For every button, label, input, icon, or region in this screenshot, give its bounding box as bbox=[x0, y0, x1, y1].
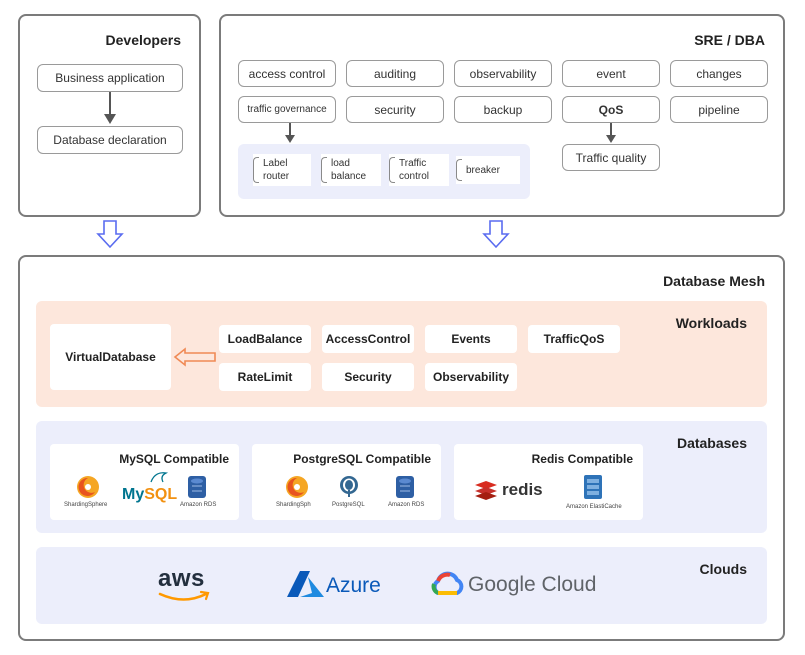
amazon-rds-icon bbox=[396, 476, 414, 498]
postgresql-card-title: PostgreSQL Compatible bbox=[293, 452, 431, 466]
sre-to-mesh-arrow bbox=[482, 220, 510, 249]
aws-wordmark: aws bbox=[158, 565, 205, 592]
redis-logo-icon bbox=[475, 481, 497, 500]
ratelimit-box: RateLimit bbox=[219, 363, 311, 391]
database-mesh-panel: Database Mesh Workloads VirtualDatabase … bbox=[18, 255, 785, 641]
redis-card-title: Redis Compatible bbox=[531, 452, 633, 466]
traffic-governance-box: traffic governance bbox=[238, 96, 336, 123]
observability-workload-box: Observability bbox=[425, 363, 517, 391]
developers-panel: Developers Business application Database… bbox=[18, 14, 201, 217]
events-box: Events bbox=[425, 325, 517, 353]
databases-title: Databases bbox=[676, 435, 747, 451]
google-cloud-wordmark: Google Cloud bbox=[468, 573, 597, 596]
database-mesh-title: Database Mesh bbox=[663, 273, 765, 289]
qos-down-arrow bbox=[606, 123, 616, 143]
shardingsphere-logo-icon bbox=[286, 476, 308, 498]
workloads-title: Workloads bbox=[675, 315, 747, 331]
breaker-item: breaker bbox=[456, 156, 520, 184]
amazon-rds-icon bbox=[188, 476, 206, 498]
postgresql-elephant-icon bbox=[340, 476, 358, 497]
redis-compatible-card: Redis Compatible redis Amazon ElastiCach… bbox=[454, 444, 643, 520]
database-declaration-box: Database declaration bbox=[37, 126, 183, 154]
aws-smile-icon bbox=[158, 590, 210, 601]
developers-title: Developers bbox=[105, 32, 181, 48]
aws-logo: aws bbox=[158, 567, 214, 607]
amazon-rds-caption: Amazon RDS bbox=[180, 502, 217, 508]
auditing-box: auditing bbox=[346, 60, 444, 87]
event-box: event bbox=[562, 60, 660, 87]
amazon-elasticache-caption: Amazon ElastiCache bbox=[566, 504, 622, 510]
business-application-box: Business application bbox=[37, 64, 183, 92]
mysql-card-title: MySQL Compatible bbox=[119, 452, 229, 466]
security-workload-box: Security bbox=[322, 363, 414, 391]
access-control-box: access control bbox=[238, 60, 336, 87]
traffic-quality-box: Traffic quality bbox=[562, 144, 660, 171]
loadbalance-box: LoadBalance bbox=[219, 325, 311, 353]
azure-logo-icon bbox=[287, 571, 324, 597]
amazon-rds-caption: Amazon RDS bbox=[388, 502, 425, 508]
clouds-title: Clouds bbox=[699, 561, 747, 577]
accesscontrol-box: AccessControl bbox=[322, 325, 414, 353]
dev-down-arrow bbox=[104, 92, 116, 124]
label-router-item: Label router bbox=[253, 154, 311, 186]
shardingsphere-caption: ShardingSphere bbox=[64, 502, 108, 508]
redis-wordmark: redis bbox=[502, 480, 543, 499]
sre-dba-panel: SRE / DBA access control auditing observ… bbox=[219, 14, 785, 217]
postgresql-caption: PostgreSQL bbox=[332, 502, 365, 508]
mysql-logo: MySQL bbox=[122, 486, 178, 503]
google-cloud-logo-icon bbox=[431, 571, 464, 595]
shardingsph-caption: ShardingSph bbox=[276, 502, 311, 508]
pipeline-box: pipeline bbox=[670, 96, 768, 123]
mysql-compatible-card: MySQL Compatible ShardingSphere MySQL Am… bbox=[50, 444, 239, 520]
workloads-band: Workloads VirtualDatabase LoadBalance Ac… bbox=[36, 301, 767, 407]
mysql-dolphin-icon bbox=[150, 472, 169, 483]
clouds-band: Clouds aws Azure Google Cloud bbox=[36, 547, 767, 624]
sre-dba-title: SRE / DBA bbox=[694, 32, 765, 48]
postgresql-compatible-card: PostgreSQL Compatible ShardingSph Postgr… bbox=[252, 444, 441, 520]
load-balance-item: load balance bbox=[321, 154, 381, 186]
shardingsphere-logo-icon bbox=[77, 476, 99, 498]
observability-box: observability bbox=[454, 60, 552, 87]
amazon-elasticache-icon bbox=[584, 475, 602, 499]
developers-to-mesh-arrow bbox=[96, 220, 124, 249]
databases-band: Databases MySQL Compatible ShardingSpher… bbox=[36, 421, 767, 533]
governance-down-arrow bbox=[285, 123, 295, 143]
azure-wordmark: Azure bbox=[326, 574, 381, 597]
workloads-to-virtualdb-arrow bbox=[173, 347, 216, 367]
qos-box: QoS bbox=[562, 96, 660, 123]
trafficqos-box: TrafficQoS bbox=[528, 325, 620, 353]
security-box: security bbox=[346, 96, 444, 123]
backup-box: backup bbox=[454, 96, 552, 123]
changes-box: changes bbox=[670, 60, 768, 87]
virtual-database-box: VirtualDatabase bbox=[50, 324, 171, 390]
traffic-control-item: Traffic control bbox=[389, 154, 449, 186]
traffic-governance-group: Label router load balance Traffic contro… bbox=[238, 144, 530, 199]
